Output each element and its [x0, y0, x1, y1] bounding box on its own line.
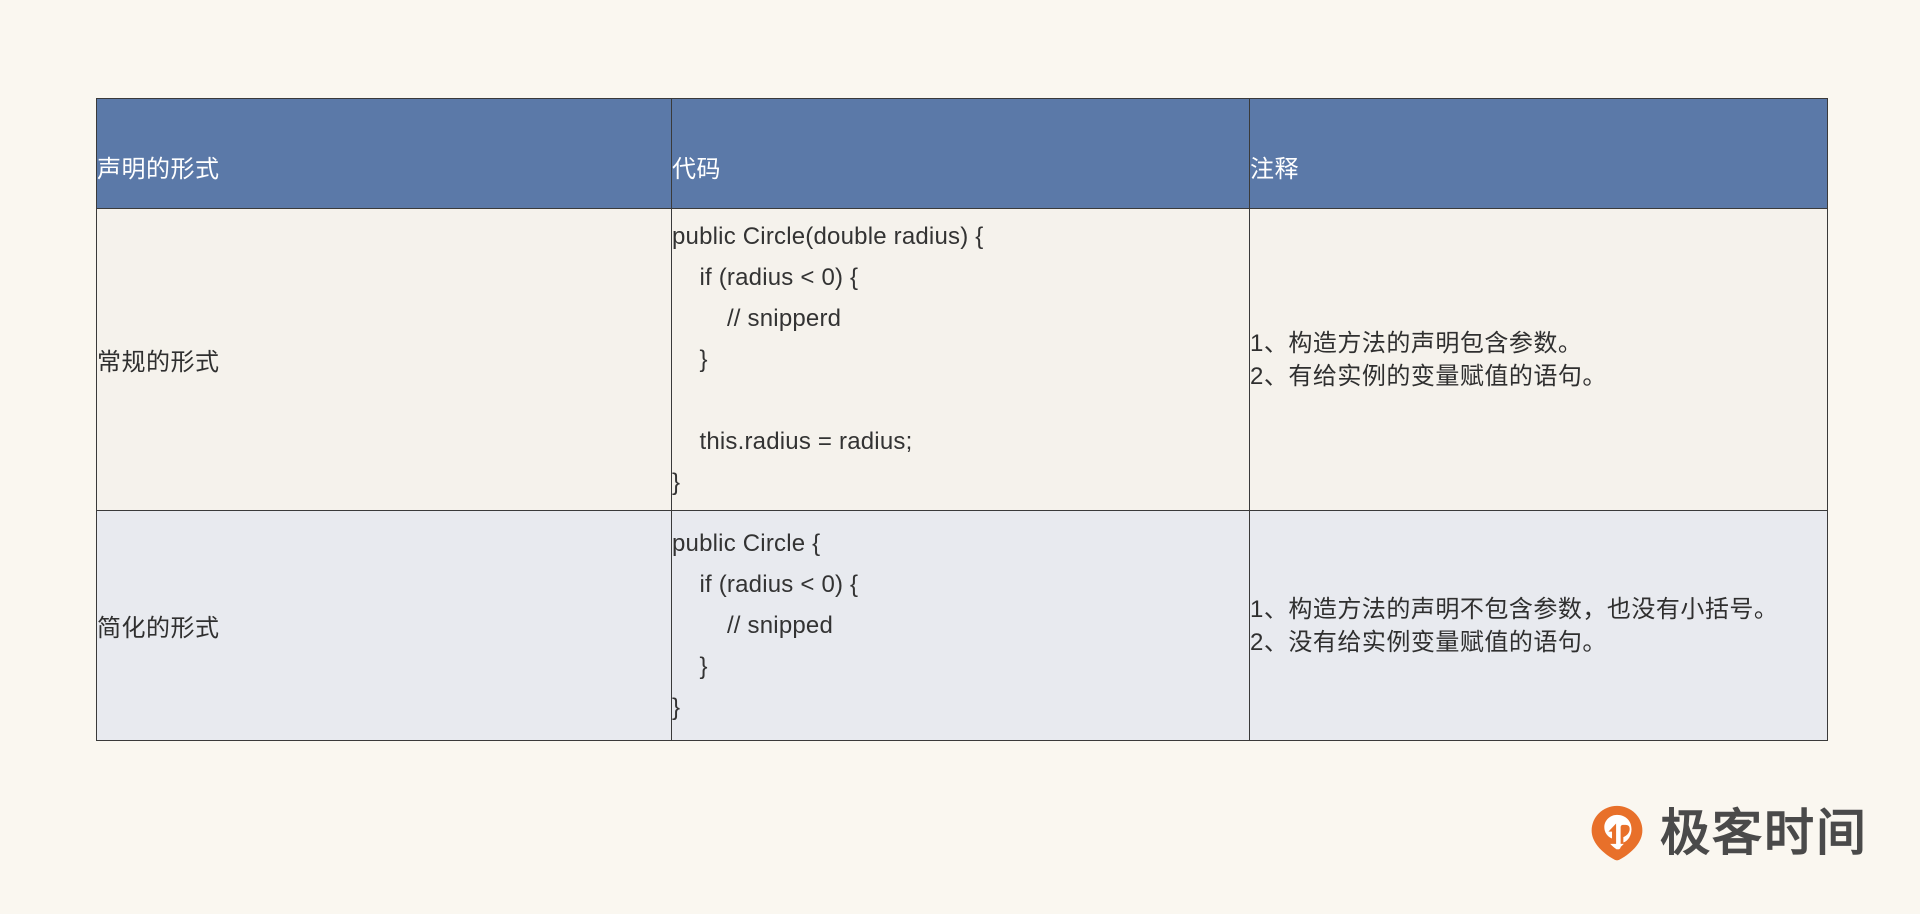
table-header: 声明的形式 代码 注释: [96, 98, 1828, 209]
column-header-declaration-form-label: 声明的形式: [97, 156, 220, 183]
table-header-row: 声明的形式 代码 注释: [96, 98, 1828, 209]
cell-code: public Circle { if (radius < 0) { // sni…: [671, 510, 1250, 741]
code-block: public Circle(double radius) { if (radiu…: [672, 223, 984, 496]
cell-note: 1、构造方法的声明不包含参数，也没有小括号。 2、没有给实例变量赋值的语句。: [1249, 510, 1828, 741]
column-header-code: 代码: [671, 98, 1250, 209]
cell-code: public Circle(double radius) { if (radiu…: [671, 208, 1250, 511]
column-header-note: 注释: [1249, 98, 1828, 209]
comparison-table-container: 声明的形式 代码 注释 常规的形式 public Circle(double r…: [96, 98, 1828, 741]
note-text: 1、构造方法的声明不包含参数，也没有小括号。 2、没有给实例变量赋值的语句。: [1250, 595, 1779, 656]
cell-declaration-form: 常规的形式: [96, 208, 672, 511]
cell-note: 1、构造方法的声明包含参数。 2、有给实例的变量赋值的语句。: [1249, 208, 1828, 511]
table-row: 简化的形式 public Circle { if (radius < 0) { …: [96, 510, 1828, 741]
table-row: 常规的形式 public Circle(double radius) { if …: [96, 208, 1828, 511]
column-header-code-label: 代码: [672, 156, 721, 183]
comparison-table: 声明的形式 代码 注释 常规的形式 public Circle(double r…: [96, 98, 1828, 741]
geektime-pin-icon: [1591, 805, 1643, 861]
note-text: 1、构造方法的声明包含参数。 2、有给实例的变量赋值的语句。: [1250, 329, 1607, 390]
geektime-logo-text: 极客时间: [1660, 805, 1868, 861]
column-header-declaration-form: 声明的形式: [96, 98, 672, 209]
column-header-note-label: 注释: [1250, 156, 1299, 183]
cell-declaration-form: 简化的形式: [96, 510, 672, 741]
code-block: public Circle { if (radius < 0) { // sni…: [672, 530, 859, 721]
geektime-logo: 极客时间: [1588, 804, 1868, 862]
table-body: 常规的形式 public Circle(double radius) { if …: [96, 208, 1828, 741]
